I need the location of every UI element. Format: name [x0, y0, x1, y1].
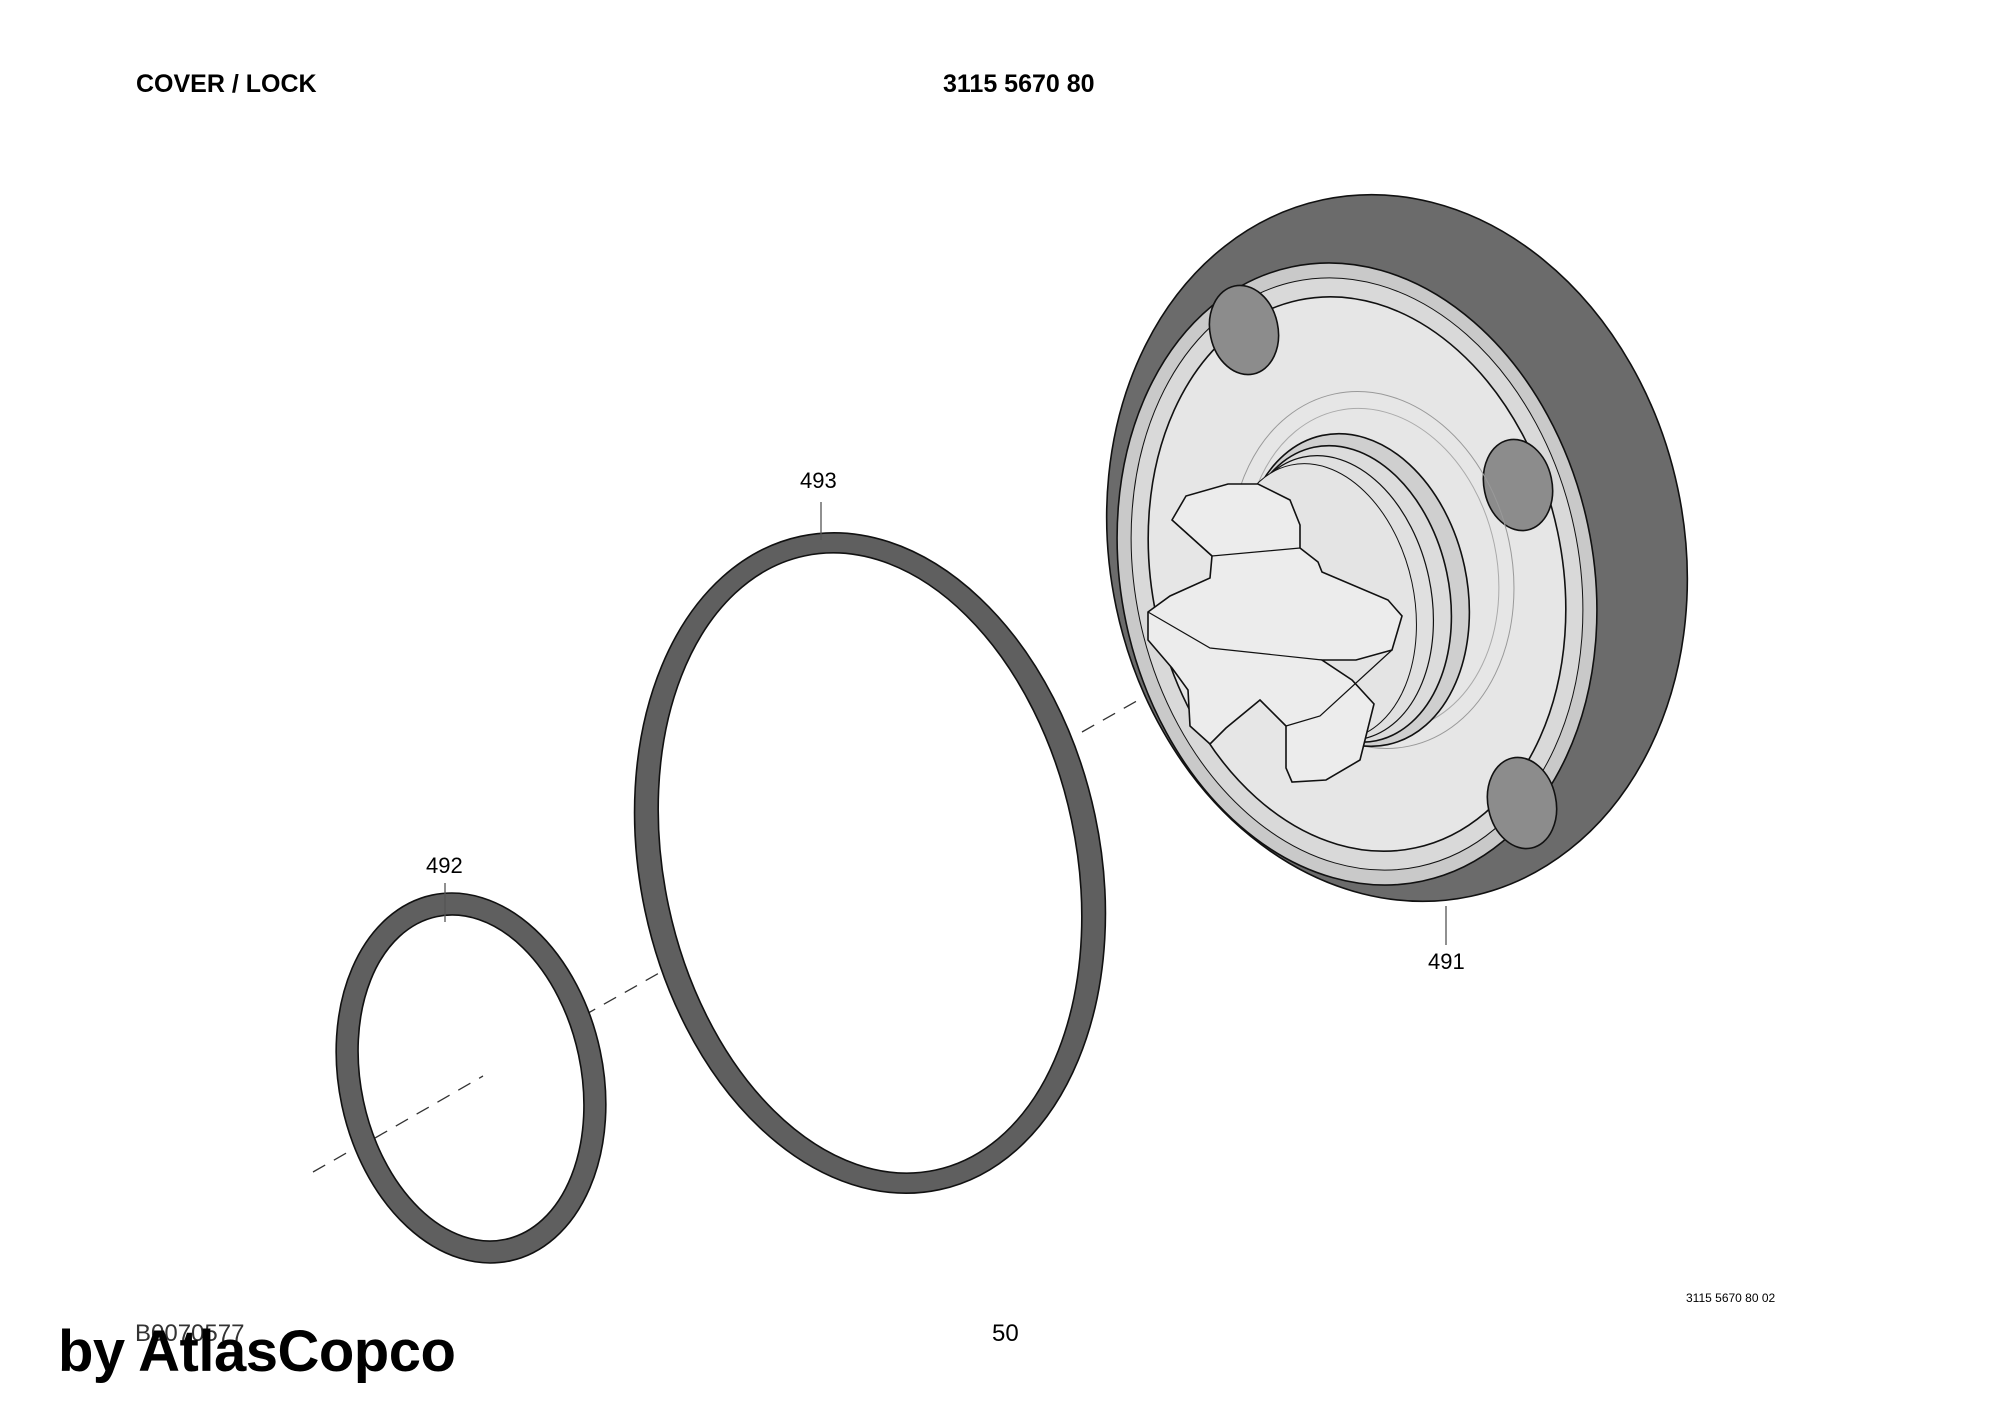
- ring-492: [335, 892, 607, 1264]
- cover-hole-top: [1208, 284, 1280, 376]
- diagram-title: COVER / LOCK: [136, 70, 317, 98]
- cross-head: [1147, 483, 1403, 783]
- o-ring-493: [633, 532, 1107, 1194]
- page-number: 50: [992, 1320, 1019, 1347]
- cover-lock-491: [1105, 193, 1689, 903]
- document-reference: 3115 5670 80 02: [1686, 1291, 1776, 1305]
- leader-lines: [444, 502, 1447, 945]
- callout-493: 493: [800, 468, 837, 493]
- callout-491: 491: [1428, 949, 1465, 974]
- figure-code: B0070577: [135, 1320, 245, 1347]
- callout-492: 492: [426, 853, 463, 878]
- cover-hole-bottom: [1486, 756, 1558, 850]
- cover-hole-right: [1482, 438, 1554, 532]
- watermark-text: by AtlasCopco: [58, 1319, 456, 1384]
- assembly-part-number: 3115 5670 80: [943, 70, 1095, 98]
